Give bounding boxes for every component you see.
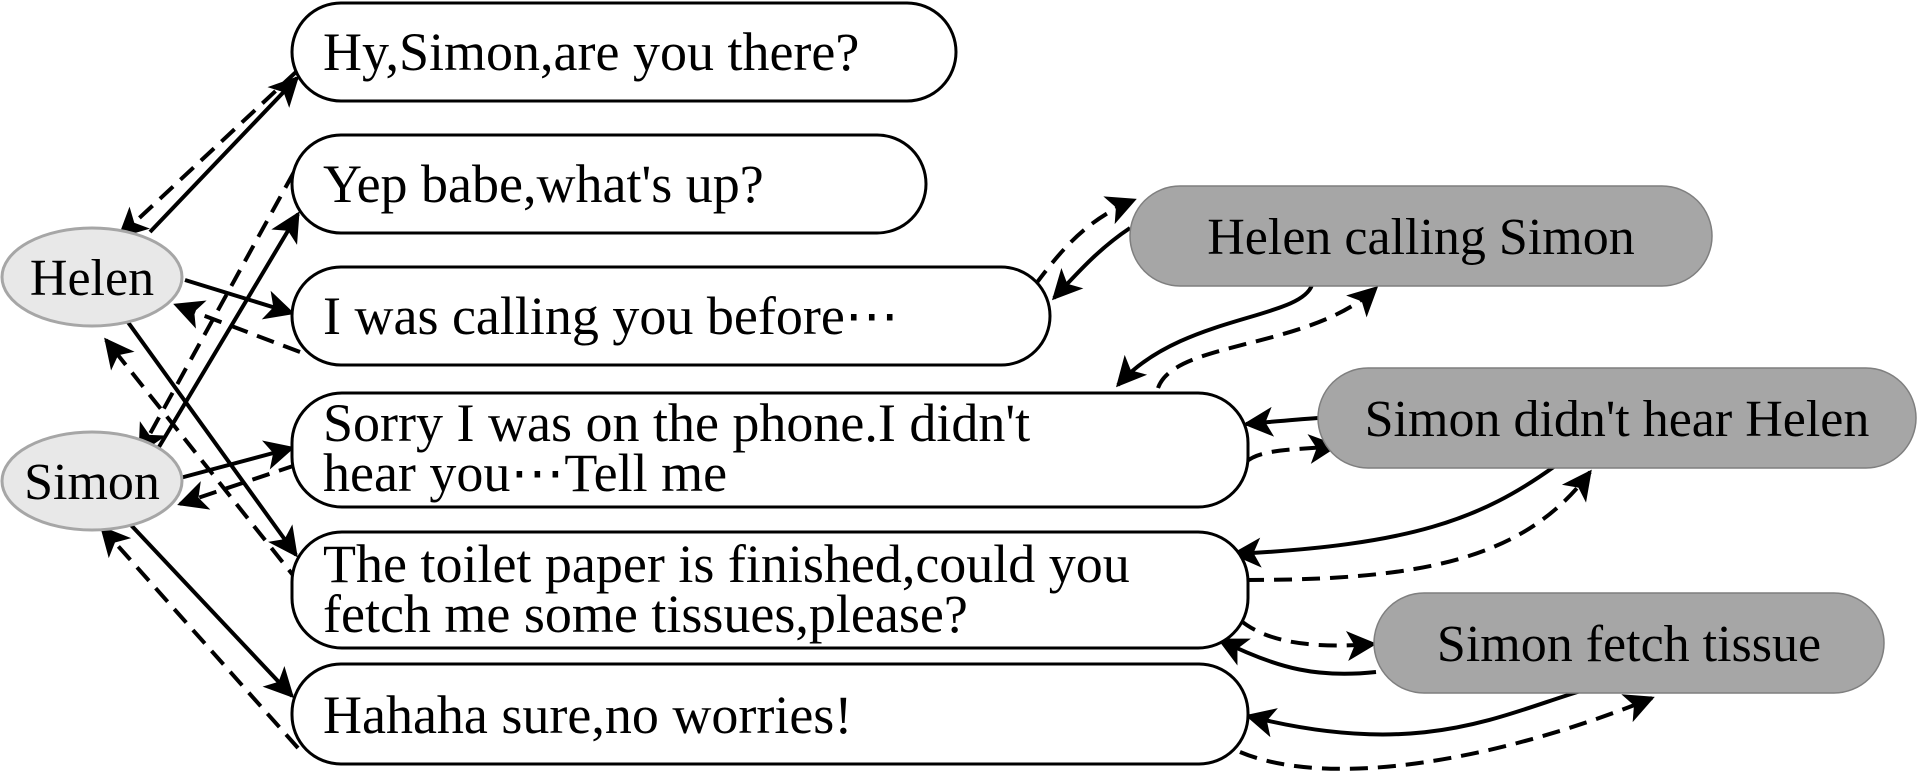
event-node-simon-didnt-hear-helen: Simon didn't hear Helen: [1317, 367, 1917, 469]
edge-msg5-to-event3: [1238, 618, 1377, 661]
speaker-helen-label: Helen: [30, 250, 154, 307]
edge-simon-to-msg6: [128, 522, 295, 699]
message-line: I was calling you before⋯: [323, 286, 899, 346]
edge-msg5-to-helen: [104, 337, 302, 586]
edge-helen-to-msg5: [123, 316, 298, 558]
edge-msg2-to-simon: [138, 171, 296, 455]
edge-msg1-to-helen: [117, 70, 298, 239]
edges: [100, 70, 1655, 771]
edge-event2-to-msg5: [1231, 464, 1557, 568]
edge-msg3-to-event1: [1033, 196, 1137, 287]
message-line: The toilet paper is finished,could you: [323, 534, 1130, 594]
message-node: Hy,Simon,are you there?: [290, 1, 958, 103]
edge-msg4-to-event1: [1156, 285, 1379, 389]
svg-text:Yep babe,what's up?: Yep babe,what's up?: [323, 154, 764, 214]
speaker-simon-label: Simon: [24, 454, 160, 511]
event-label: Helen calling Simon: [1207, 209, 1634, 266]
speaker-helen: Helen: [0, 226, 184, 328]
message-line: Sorry I was on the phone.I didn't: [323, 393, 1030, 453]
event-label: Simon fetch tissue: [1437, 616, 1821, 673]
edge-helen-to-msg3: [184, 278, 295, 320]
message-line: Hy,Simon,are you there?: [323, 22, 859, 82]
svg-text:Hy,Simon,are you there?: Hy,Simon,are you there?: [323, 22, 859, 82]
event-label: Simon didn't hear Helen: [1365, 391, 1870, 448]
message-line: Hahaha sure,no worries!: [323, 685, 852, 745]
edge-msg4-to-simon: [177, 463, 297, 510]
edge-msg4-to-event2: [1244, 434, 1339, 464]
message-line: hear you⋯Tell me: [323, 443, 727, 503]
edge-msg6-to-simon: [100, 525, 300, 750]
message-node: Hahaha sure,no worries!: [290, 662, 1250, 766]
message-node: Sorry I was on the phone.I didn't hear y…: [290, 391, 1250, 509]
edge-msg5-to-event2: [1245, 469, 1592, 582]
message-node: I was calling you before⋯: [290, 265, 1052, 367]
edge-simon-to-msg4: [179, 440, 295, 480]
edge-msg6-to-event3: [1239, 694, 1655, 771]
edge-event1-to-msg3: [1051, 226, 1132, 301]
edge-msg3-to-helen: [173, 300, 301, 354]
message-line: fetch me some tissues,please?: [323, 584, 968, 644]
edge-simon-to-msg2: [148, 211, 300, 464]
message-node: The toilet paper is finished,could you f…: [290, 530, 1250, 650]
message-node: Yep babe,what's up?: [290, 133, 928, 235]
edge-event3-to-msg5: [1217, 638, 1377, 676]
svg-text:Hahaha sure,no worries!: Hahaha sure,no worries!: [323, 685, 852, 745]
edge-helen-to-msg1: [148, 75, 300, 234]
svg-text:The toilet paper is finished,c: The toilet paper is finished,could you f…: [323, 534, 1143, 644]
svg-text:I was calling you before⋯: I was calling you before⋯: [323, 286, 899, 346]
event-node-helen-calling-simon: Helen calling Simon: [1129, 185, 1713, 287]
event-node-simon-fetch-tissue: Simon fetch tissue: [1373, 592, 1885, 694]
edge-event1-to-msg4: [1116, 284, 1314, 388]
edge-event2-to-msg4: [1243, 406, 1319, 437]
speaker-simon: Simon: [0, 430, 184, 532]
svg-text:Sorry I was on the phone.I did: Sorry I was on the phone.I didn't hear y…: [323, 393, 1044, 503]
message-line: Yep babe,what's up?: [323, 154, 764, 214]
edge-event3-to-msg6: [1245, 688, 1585, 738]
